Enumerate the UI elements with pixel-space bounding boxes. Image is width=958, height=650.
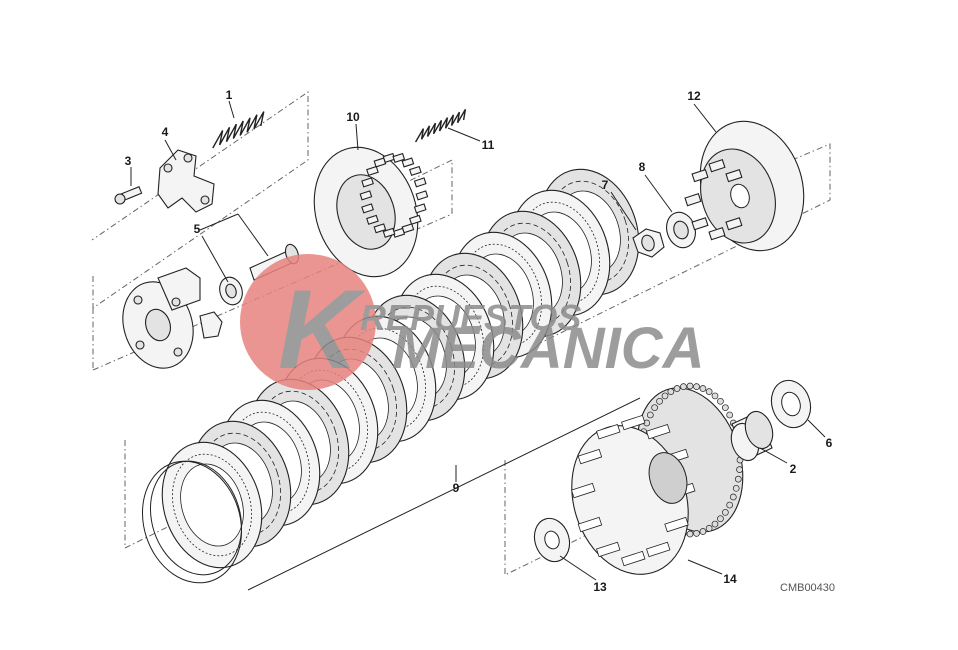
outline-plates-group (124, 143, 831, 549)
spring-plate-part (157, 149, 215, 213)
bearing-part (219, 276, 243, 306)
washer-13-part (533, 517, 571, 563)
callout-1: 1 (226, 88, 233, 102)
callout-11: 11 (482, 138, 495, 152)
circlip-part (141, 460, 243, 584)
callout-4: 4 (162, 125, 169, 139)
thrust-washer-part (770, 379, 812, 429)
leader-lines (130, 100, 826, 591)
inner-hub-part (684, 120, 805, 252)
watermark-line2: MECANICA (392, 316, 705, 381)
outline-spring-group (91, 91, 309, 309)
callout-2: 2 (790, 462, 797, 476)
watermark-letter: K (278, 267, 366, 392)
callout-7: 7 (602, 178, 609, 192)
watermark-circle (240, 254, 376, 390)
callout-3: 3 (125, 154, 132, 168)
drawing-code: CMB00430 (780, 582, 835, 594)
callout-12: 12 (687, 89, 701, 103)
group-outlines (91, 91, 831, 576)
lock-washer-part (666, 211, 696, 249)
watermark-logo: K REPUESTOS MECANICA (240, 254, 705, 392)
nut-part (632, 228, 665, 258)
spring-part (212, 111, 265, 149)
clutch-basket-part (571, 382, 744, 575)
callout-8: 8 (639, 160, 646, 174)
watermark-line1: REPUESTOS (360, 297, 581, 338)
callout-5: 5 (194, 222, 201, 236)
callout-10: 10 (346, 110, 360, 124)
spring-11-part (414, 109, 467, 143)
bushing-part (730, 410, 774, 462)
clutch-cover-part (313, 146, 429, 278)
bolt-part (114, 186, 143, 205)
callout-14: 14 (723, 572, 737, 586)
callout-13: 13 (593, 580, 607, 594)
pressure-plate-part (122, 267, 223, 369)
callout-6: 6 (826, 436, 833, 450)
callout-labels: 1 2 3 4 5 6 7 8 9 10 11 12 13 14 CMB0043… (125, 88, 835, 594)
callout-9: 9 (453, 481, 460, 495)
